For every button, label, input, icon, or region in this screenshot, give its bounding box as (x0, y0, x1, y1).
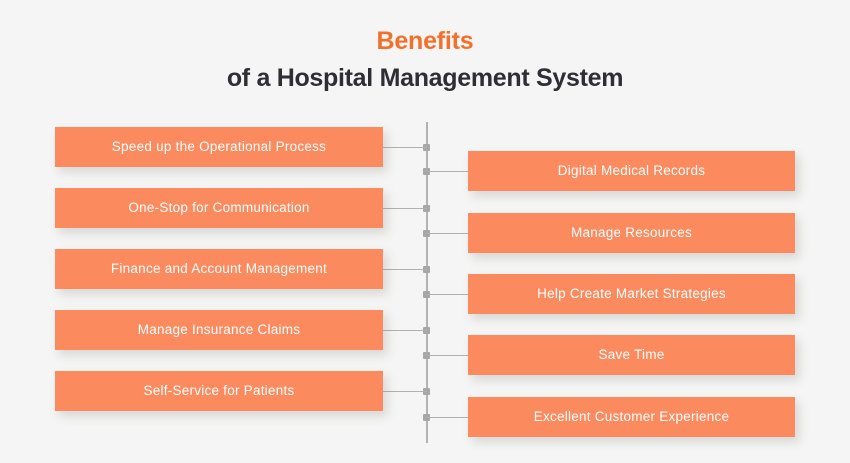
connector-right-2 (427, 233, 468, 234)
benefit-label: Help Create Market Strategies (537, 286, 726, 301)
benefit-label: Manage Resources (570, 225, 693, 240)
connector-right-3 (427, 294, 468, 295)
connector-left-2 (383, 208, 427, 209)
title-subject-line: of a Hospital Management System (226, 64, 624, 92)
connector-right-4 (427, 355, 468, 356)
title-accent-line: Benefits (376, 27, 474, 55)
connector-left-3 (383, 269, 427, 270)
benefit-card-left-2[interactable]: One-Stop for Communication (55, 188, 383, 228)
benefit-label: Speed up the Operational Process (111, 139, 327, 154)
spine-node-right-2 (423, 230, 430, 237)
benefit-card-left-5[interactable]: Self-Service for Patients (55, 371, 383, 411)
spine-node-right-3 (423, 291, 430, 298)
benefit-card-right-5[interactable]: Excellent Customer Experience (468, 397, 795, 437)
benefit-card-left-1[interactable]: Speed up the Operational Process (55, 127, 383, 167)
benefit-label: One-Stop for Communication (128, 200, 310, 215)
spine-node-right-4 (423, 352, 430, 359)
connector-left-4 (383, 330, 427, 331)
spine-node-right-1 (423, 168, 430, 175)
connector-right-5 (427, 417, 468, 418)
benefit-label: Finance and Account Management (110, 261, 328, 276)
benefit-label: Digital Medical Records (557, 163, 706, 178)
connector-right-1 (427, 171, 468, 172)
benefit-label: Excellent Customer Experience (533, 409, 730, 424)
benefit-card-right-4[interactable]: Save Time (468, 335, 795, 375)
center-spine-line (426, 122, 428, 443)
benefit-card-right-1[interactable]: Digital Medical Records (468, 151, 795, 191)
benefit-label: Manage Insurance Claims (137, 322, 301, 337)
connector-left-1 (383, 147, 427, 148)
benefit-label: Save Time (598, 347, 665, 362)
page-title: Benefits of a Hospital Management System (0, 26, 850, 95)
connector-left-5 (383, 391, 427, 392)
benefit-card-right-2[interactable]: Manage Resources (468, 213, 795, 253)
benefit-card-left-4[interactable]: Manage Insurance Claims (55, 310, 383, 350)
benefit-card-right-3[interactable]: Help Create Market Strategies (468, 274, 795, 314)
spine-node-right-5 (423, 414, 430, 421)
benefit-card-left-3[interactable]: Finance and Account Management (55, 249, 383, 289)
benefit-label: Self-Service for Patients (143, 383, 295, 398)
